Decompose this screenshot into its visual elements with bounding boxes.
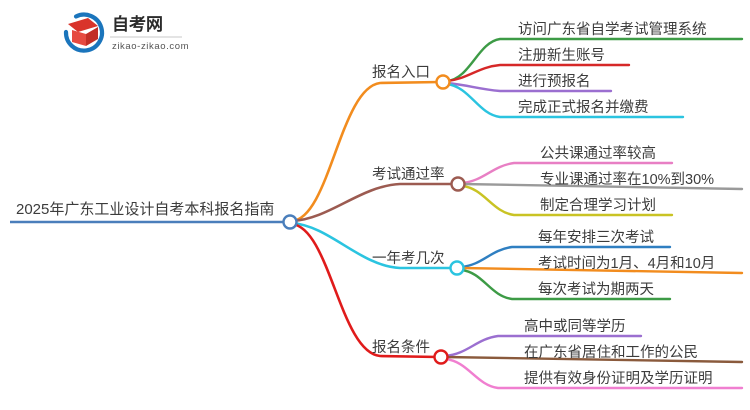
connector-b3-c1 [459,245,672,269]
logo-domain: zikao-zikao.com [112,41,189,52]
leaf-label-b3-c3[interactable]: 每次考试为期两天 [538,282,654,298]
leaf-label-b4-c2[interactable]: 在广东省居住和工作的公民 [524,345,698,361]
connector-b2-c3 [460,184,674,217]
connector-b4-c3 [443,357,744,390]
connector-b1-c2 [445,63,631,83]
branch-label-requirements[interactable]: 报名条件 [372,340,430,356]
connector-root-to-branch-4 [290,222,441,359]
leaf-label-b4-c3[interactable]: 提供有效身份证明及学历证明 [524,371,713,387]
connector-b4-c2 [443,355,744,364]
root-node-circle[interactable] [282,214,298,230]
leaf-label-b2-c3[interactable]: 制定合理学习计划 [540,198,656,214]
leaf-label-b2-c2[interactable]: 专业课通过率在10%到30% [540,172,715,188]
brand-logo: 自考网 zikao-zikao.com [30,8,190,56]
leaf-label-b1-c2[interactable]: 注册新生账号 [518,48,605,64]
connector-b2-c1 [460,161,674,185]
logo-cap-body-icon [72,30,86,46]
leaf-label-b4-c1[interactable]: 高中或同等学历 [524,319,626,335]
leaf-label-b3-c1[interactable]: 每年安排三次考试 [538,230,654,246]
branch-node-circle-2[interactable] [450,176,466,192]
branch-label-registration-entry[interactable]: 报名入口 [372,65,430,81]
connector-b3-c2 [459,266,744,275]
branch-node-circle-4[interactable] [433,349,449,365]
root-node-label[interactable]: 2025年广东工业设计自考本科报名指南 [16,201,275,218]
logo-cap-top-icon [68,18,98,32]
leaf-label-b1-c4[interactable]: 完成正式报名并缴费 [518,100,649,116]
connector-root-to-branch-2 [290,182,458,223]
connector-root-to-branch-3 [290,221,457,270]
leaf-label-b1-c3[interactable]: 进行预报名 [518,74,591,90]
branch-node-circle-3[interactable] [449,260,465,276]
branch-label-exams-per-year[interactable]: 一年考几次 [372,251,445,267]
connector-b2-c2 [460,182,744,191]
connector-b3-c3 [459,268,672,301]
branch-node-circle-1[interactable] [435,74,451,90]
logo-title: 自考网 [112,14,163,34]
leaf-label-b1-c1[interactable]: 访问广东省自学考试管理系统 [518,22,707,38]
logo-cap-side-icon [86,27,98,46]
connector-b4-c1 [443,334,643,358]
leaf-label-b2-c1[interactable]: 公共课通过率较高 [540,146,656,162]
connector-b1-c3 [445,81,613,93]
logo-arc-icon [63,12,105,53]
logo-svg: 自考网 zikao-zikao.com [63,12,189,53]
connector-b1-c4 [445,82,685,119]
leaf-label-b3-c2[interactable]: 考试时间为1月、4月和10月 [538,256,716,272]
branch-label-pass-rate[interactable]: 考试通过率 [372,167,445,183]
connector-root-to-branch-1 [290,80,443,223]
